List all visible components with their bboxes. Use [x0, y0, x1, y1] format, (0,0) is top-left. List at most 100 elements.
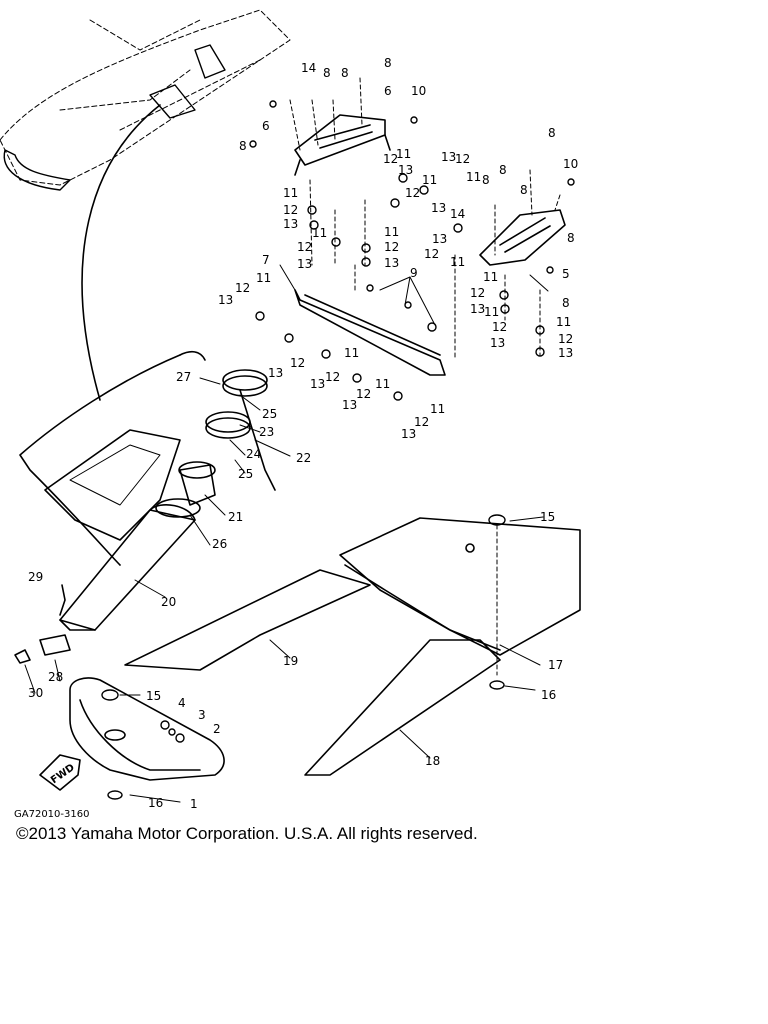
- callout-15b: 15: [146, 689, 161, 703]
- callout-11f: 11: [466, 170, 481, 184]
- callout-24: 24: [246, 447, 261, 461]
- callout-30: 30: [28, 686, 43, 700]
- callout-11i: 11: [484, 305, 499, 319]
- callout-29: 29: [28, 570, 43, 584]
- callout-13e: 13: [431, 201, 446, 215]
- callout-13l: 13: [268, 366, 283, 380]
- front-bumper-1: [69, 677, 225, 781]
- callout-11e: 11: [422, 173, 437, 187]
- callout-13c: 13: [384, 256, 399, 270]
- callout-13h: 13: [470, 302, 485, 316]
- callout-12i: 12: [492, 320, 507, 334]
- callout-17: 17: [548, 658, 563, 672]
- callout-13o: 13: [401, 427, 416, 441]
- callout-8f: 8: [482, 173, 490, 187]
- callout-12b: 12: [297, 240, 312, 254]
- flap-19: [124, 569, 371, 671]
- callout-10a: 10: [411, 84, 426, 98]
- callout-8d: 8: [239, 139, 247, 153]
- fastener-leaders: [289, 77, 561, 676]
- callout-13k: 13: [218, 293, 233, 307]
- flap-18: [304, 639, 501, 776]
- steering-column-20: [59, 504, 196, 631]
- callout-16b: 16: [148, 796, 163, 810]
- callout-2: 2: [213, 722, 221, 736]
- callout-13i: 13: [490, 336, 505, 350]
- callout-11h: 11: [483, 270, 498, 284]
- callout-7: 7: [262, 253, 270, 267]
- callout-23: 23: [259, 425, 274, 439]
- callout-21: 21: [228, 510, 243, 524]
- fwd-label: FWD: [49, 762, 77, 786]
- callout-12o: 12: [414, 415, 429, 429]
- callout-6b: 6: [262, 119, 270, 133]
- callout-leaders: [24, 264, 549, 803]
- callout-8e: 8: [548, 126, 556, 140]
- fastener-nuts: [249, 100, 575, 401]
- callout-12k: 12: [235, 281, 250, 295]
- callout-11g: 11: [450, 255, 465, 269]
- side-bracket-5: [479, 209, 566, 266]
- rear-bracket-6: [294, 114, 391, 176]
- callout-8i: 8: [567, 231, 575, 245]
- callout-8g: 8: [499, 163, 507, 177]
- callout-5: 5: [562, 267, 570, 281]
- callout-11d: 11: [396, 147, 411, 161]
- machine-outline: [0, 9, 291, 186]
- fwd-arrow: [39, 754, 81, 791]
- callout-13n: 13: [342, 398, 357, 412]
- callout-25b: 25: [238, 467, 253, 481]
- callout-12j: 12: [558, 332, 573, 346]
- callout-20: 20: [161, 595, 176, 609]
- callout-13b: 13: [297, 257, 312, 271]
- callout-10b: 10: [563, 157, 578, 171]
- callout-12e: 12: [405, 186, 420, 200]
- cover-plate-17: [339, 517, 581, 656]
- cross-bar-7: [294, 289, 446, 376]
- callout-8a: 8: [323, 66, 331, 80]
- callout-14a: 14: [301, 61, 316, 75]
- callout-13a: 13: [283, 217, 298, 231]
- callout-8h: 8: [520, 183, 528, 197]
- callout-14b: 14: [450, 207, 465, 221]
- callout-8c: 8: [384, 56, 392, 70]
- callout-11c: 11: [384, 225, 399, 239]
- steering-bearings: [155, 369, 276, 518]
- callout-12n: 12: [356, 387, 371, 401]
- callout-18: 18: [425, 754, 440, 768]
- callout-11a: 11: [283, 186, 298, 200]
- callout-13j: 13: [558, 346, 573, 360]
- hardware-15-16: [101, 514, 506, 800]
- callout-28: 28: [48, 670, 63, 684]
- callout-22: 22: [296, 451, 311, 465]
- drawing-code: GA72010-3160: [14, 809, 89, 820]
- callout-12d: 12: [383, 152, 398, 166]
- callout-12m: 12: [325, 370, 340, 384]
- callout-13m: 13: [310, 377, 325, 391]
- callout-numbers: 1 2 3 4 5 6 6 7 8 8 8 8 8 8 8 8 8 8 9 10…: [28, 56, 578, 811]
- callout-11k: 11: [256, 271, 271, 285]
- callout-27: 27: [176, 370, 191, 384]
- callout-26: 26: [212, 537, 227, 551]
- copyright-notice: ©2013 Yamaha Motor Corporation. U.S.A. A…: [16, 824, 478, 843]
- callout-13d: 13: [398, 163, 413, 177]
- callout-11l: 11: [344, 346, 359, 360]
- callout-13g: 13: [432, 232, 447, 246]
- seat-handle-outline: [3, 44, 226, 191]
- callout-12a: 12: [283, 203, 298, 217]
- callout-8j: 8: [562, 296, 570, 310]
- callout-12h: 12: [470, 286, 485, 300]
- callout-4: 4: [178, 696, 186, 710]
- callout-19: 19: [283, 654, 298, 668]
- callout-13f: 13: [441, 150, 456, 164]
- callout-1: 1: [190, 797, 198, 811]
- callout-16a: 16: [541, 688, 556, 702]
- steering-housing: [19, 350, 206, 566]
- fitting-28-29-30: [14, 584, 71, 664]
- callout-9: 9: [410, 266, 418, 280]
- callout-12f: 12: [455, 152, 470, 166]
- exploded-parts-diagram: FWD 1 2 3 4 5 6 6 7 8 8 8 8 8 8 8 8 8 8 …: [0, 9, 581, 820]
- callout-11n: 11: [430, 402, 445, 416]
- callout-12g: 12: [424, 247, 439, 261]
- callout-6a: 6: [384, 84, 392, 98]
